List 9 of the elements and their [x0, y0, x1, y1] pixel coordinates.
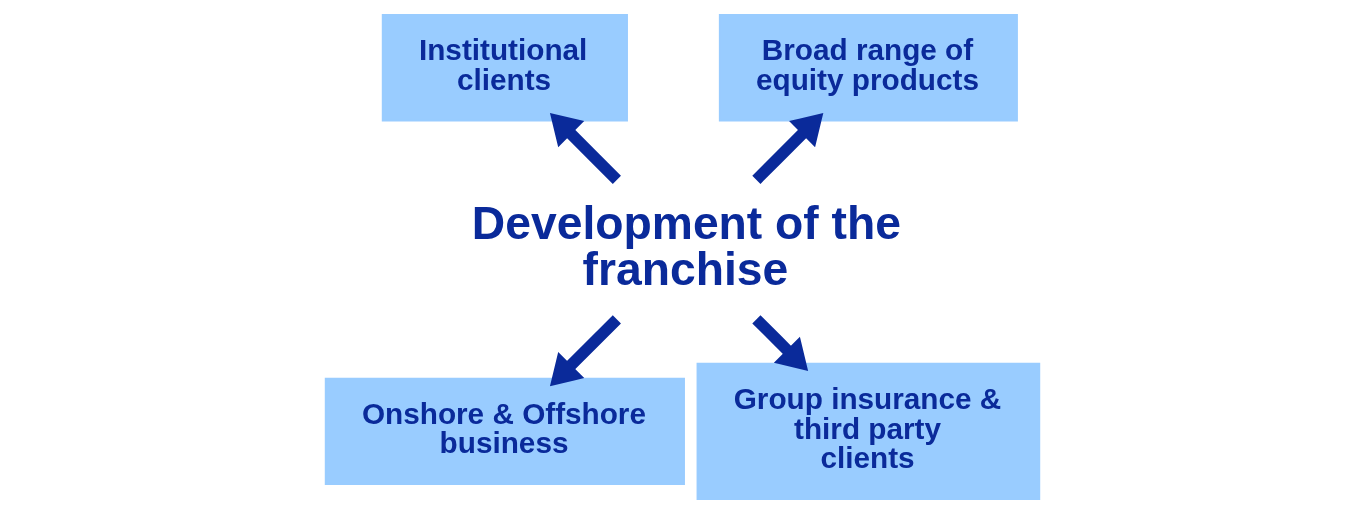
node-box: Onshore & Offshore business: [324, 377, 685, 485]
node-box: Broad range of equity products: [718, 14, 1018, 122]
arrow: [549, 315, 621, 387]
node-box: Institutional clients: [381, 14, 628, 122]
arrow: [751, 112, 823, 184]
arrow: [549, 112, 621, 184]
node-text: Development of the franchise: [471, 196, 901, 295]
node-box: Group insurance & third party clients: [696, 362, 1040, 500]
arrow: [751, 315, 808, 372]
